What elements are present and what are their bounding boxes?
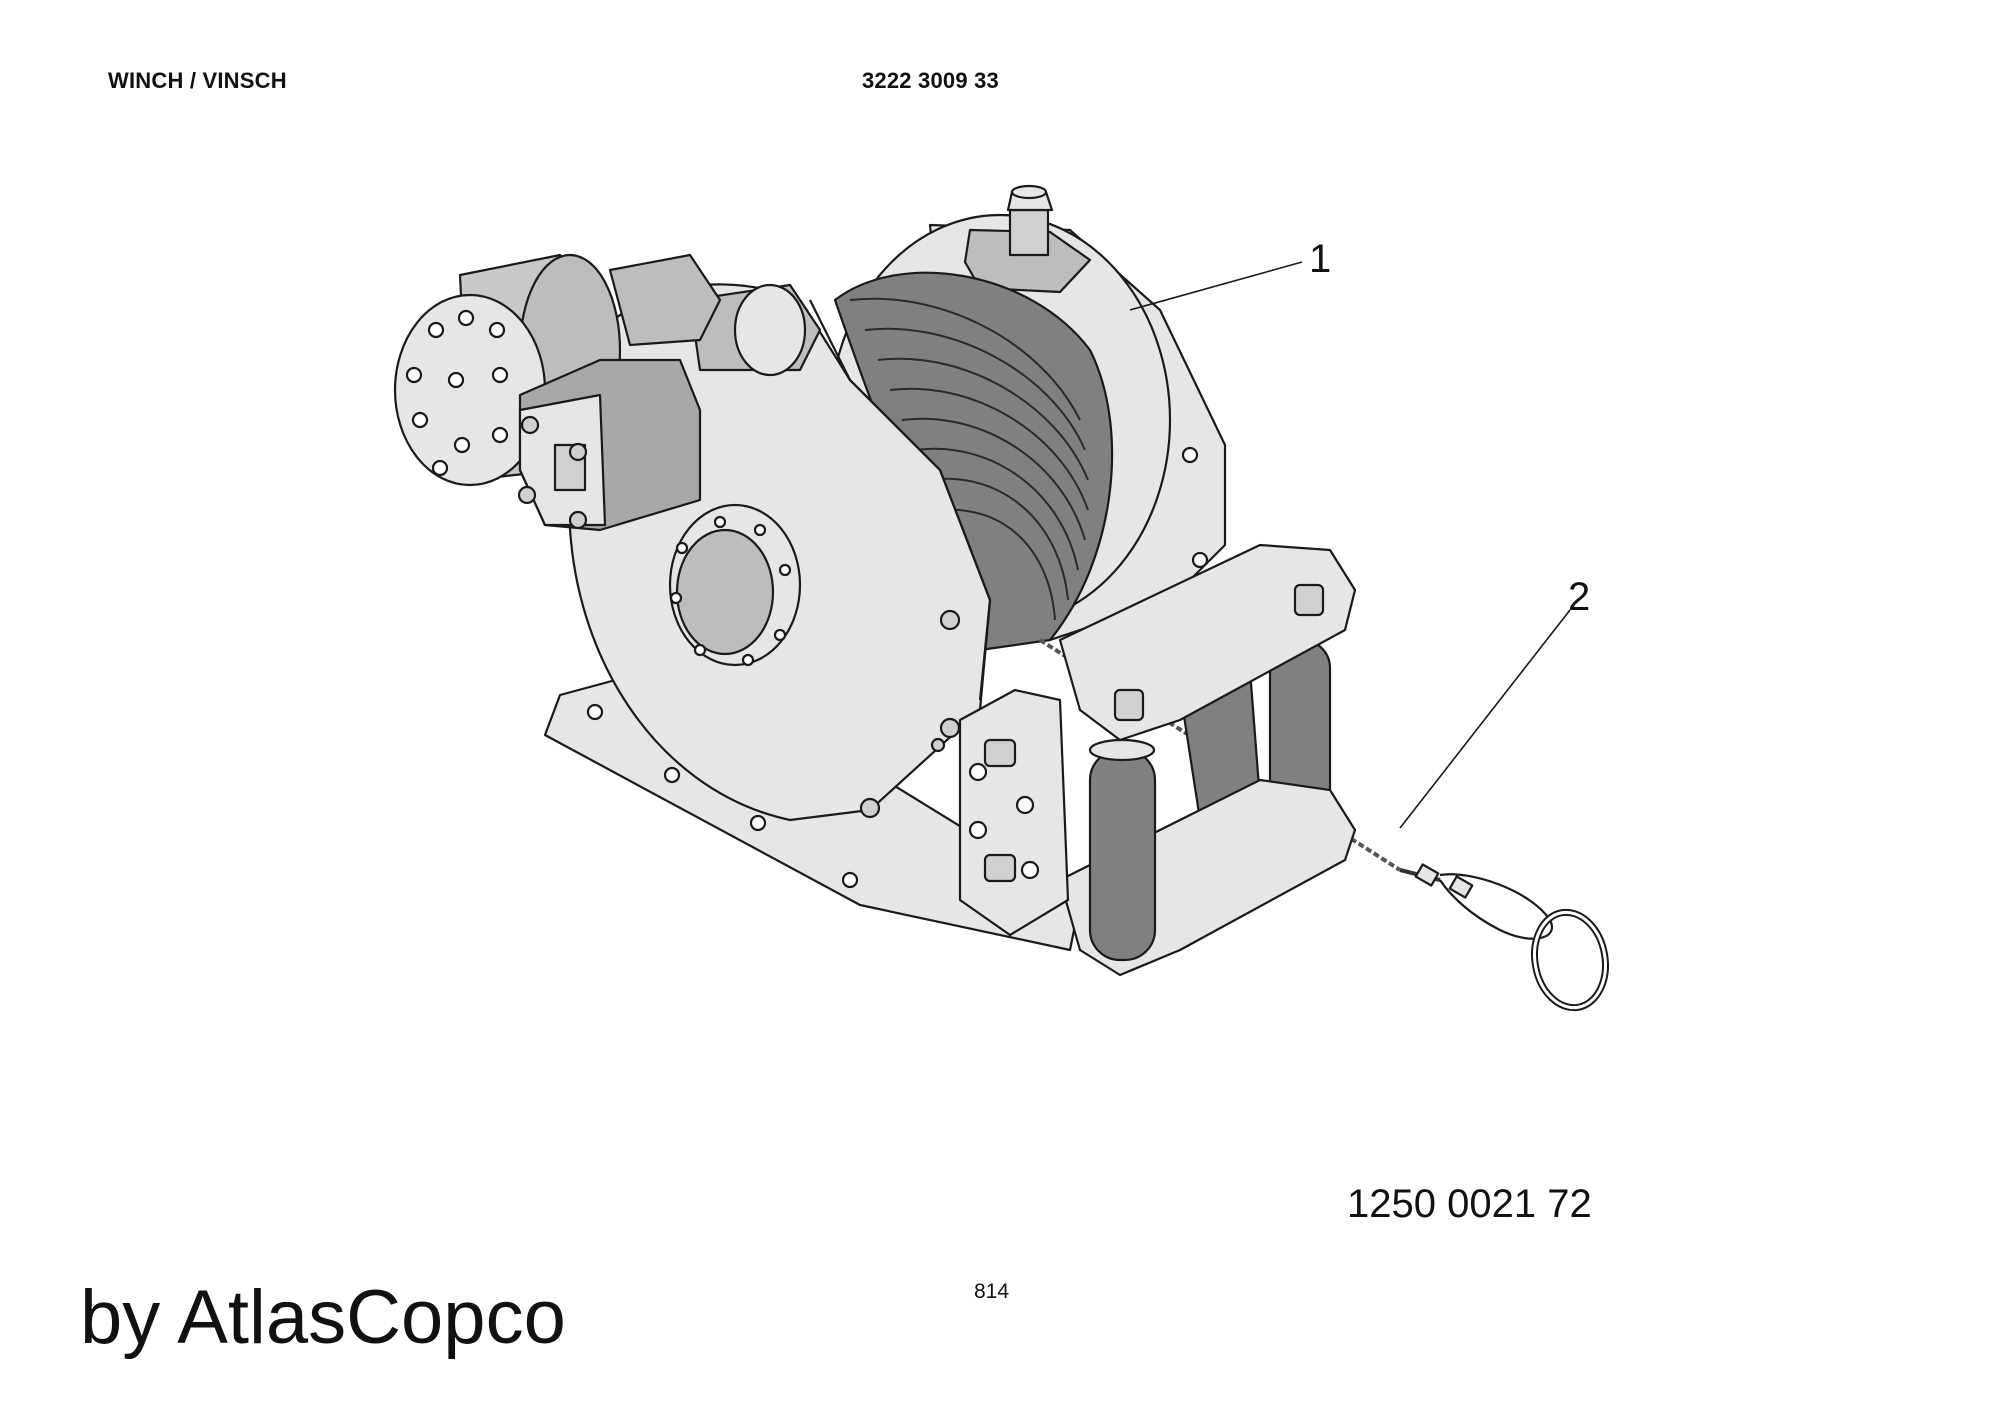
watermark-text: by AtlasCopco [80, 1275, 566, 1360]
roller-fairlead [958, 543, 1357, 977]
page-number: 814 [974, 1280, 1010, 1303]
callout-leaders [1129, 261, 1571, 829]
callout-number: 1 [1309, 237, 1331, 281]
part-number: 3222 3009 33 [862, 68, 999, 93]
cable-eye-and-ring [1399, 863, 1609, 1012]
page-title: WINCH / VINSCH [108, 68, 287, 93]
gearbox-and-motor [393, 253, 822, 532]
callout-number: 2 [1568, 575, 1590, 619]
drawing-reference-number: 1250 0021 72 [1347, 1182, 1592, 1226]
